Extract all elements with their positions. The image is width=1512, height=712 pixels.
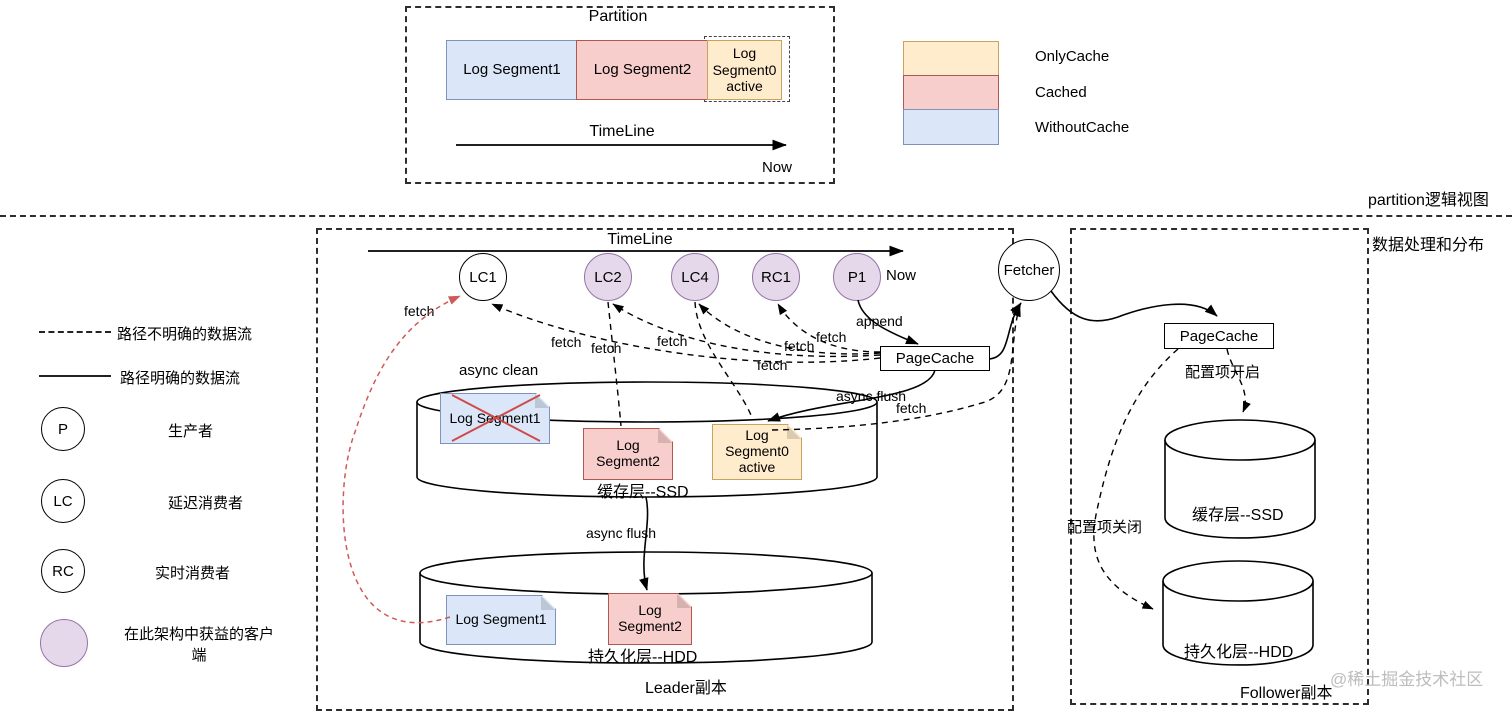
legend-label-onlycache: OnlyCache — [1035, 48, 1110, 65]
follower-pagecache-box: PageCache — [1164, 323, 1274, 349]
fetch-label-2: fetch — [591, 340, 622, 356]
segment-label: Log Segment1 — [455, 611, 547, 628]
segment-label: Log Segment1 — [449, 409, 541, 426]
watermark: @稀土掘金技术社区 — [1330, 670, 1484, 689]
follower-replica-box — [1070, 228, 1369, 705]
solid-flow-sample-line — [39, 375, 111, 377]
legend-swatch-onlycache — [903, 41, 999, 77]
realtime-consumer-legend-label: 实时消费者 — [155, 565, 231, 582]
leader-pagecache-box: PageCache — [880, 346, 990, 371]
legend-swatch-cached — [903, 75, 999, 111]
partition-now-label: Now — [762, 159, 793, 176]
fetch-label-lc1: fetch — [404, 303, 435, 319]
segment-label: Log Segment2 — [596, 437, 660, 469]
append-label: append — [856, 313, 903, 329]
realtime-consumer-legend-node: RC — [41, 549, 85, 593]
main-now-label: Now — [886, 267, 917, 284]
partition-segment-2: Log Segment2 — [576, 40, 709, 100]
lazy-consumer-legend-node: LC — [41, 479, 85, 523]
data-distribution-section-label: 数据处理和分布 — [1372, 237, 1485, 254]
async-flush-label-hdd: async flush — [586, 525, 657, 541]
solid-flow-label: 路径明确的数据流 — [120, 370, 241, 387]
legend-label-withoutcache: WithoutCache — [1035, 119, 1130, 136]
node-p1: P1 — [833, 253, 881, 301]
node-fetcher: Fetcher — [998, 239, 1060, 301]
partition-segment-0-active: Log Segment0 active — [707, 40, 782, 100]
leader-replica-label: Leader副本 — [645, 680, 727, 697]
main-timeline-label: TimeLine — [607, 231, 673, 248]
async-flush-label-pagecache: async flush — [836, 388, 907, 404]
leader-ssd-label: 缓存层--SSD — [597, 484, 689, 501]
partition-title: Partition — [588, 8, 648, 25]
node-lc1: LC1 — [459, 253, 507, 301]
follower-config-on-label: 配置项开启 — [1185, 364, 1261, 381]
producer-legend-node: P — [41, 407, 85, 451]
legend-label-cached: Cached — [1035, 84, 1087, 101]
leader-ssd-segment1-deleted: Log Segment1 — [440, 393, 550, 444]
partition-view-section-label: partition逻辑视图 — [1368, 192, 1489, 209]
async-clean-label: async clean — [459, 362, 539, 379]
fetch-label-6: fetch — [816, 329, 847, 345]
beneficiary-legend-node — [40, 619, 88, 667]
producer-legend-label: 生产者 — [168, 423, 214, 440]
lazy-consumer-legend-label: 延迟消费者 — [168, 495, 244, 512]
dashed-flow-label: 路径不明确的数据流 — [117, 326, 253, 343]
leader-hdd-segment2: Log Segment2 — [608, 593, 692, 645]
follower-hdd-label: 持久化层--HDD — [1184, 644, 1294, 661]
segment-label: Log Segment2 — [618, 602, 682, 634]
leader-replica-box — [316, 228, 1014, 711]
fetch-label-1: fetch — [551, 334, 582, 350]
partition-timeline-label: TimeLine — [589, 123, 655, 140]
fetch-label-5: fetch — [757, 357, 788, 373]
leader-hdd-label: 持久化层--HDD — [588, 649, 698, 666]
node-lc4: LC4 — [671, 253, 719, 301]
fetch-label-3: fetch — [657, 333, 688, 349]
segment-label: Log Segment0 active — [725, 427, 789, 475]
leader-hdd-segment1: Log Segment1 — [446, 595, 556, 645]
partition-logical-view-box — [405, 6, 835, 184]
follower-hdd-cylinder — [1162, 560, 1314, 666]
follower-ssd-cylinder — [1164, 419, 1316, 539]
section-divider — [0, 215, 1512, 217]
node-lc2: LC2 — [584, 253, 632, 301]
dashed-flow-sample-line — [39, 331, 111, 333]
beneficiary-legend-label: 在此架构中获益的客户端 — [123, 626, 274, 664]
node-rc1: RC1 — [752, 253, 800, 301]
fetch-label-4: fetch — [784, 338, 815, 354]
follower-replica-label: Follower副本 — [1240, 685, 1333, 702]
partition-segment-1: Log Segment1 — [446, 40, 578, 100]
leader-ssd-segment2: Log Segment2 — [583, 428, 673, 480]
legend-swatch-withoutcache — [903, 109, 999, 145]
follower-config-off-label: 配置项关闭 — [1067, 519, 1143, 536]
leader-ssd-segment0-active: Log Segment0 active — [712, 424, 802, 480]
follower-ssd-label: 缓存层--SSD — [1192, 507, 1284, 524]
